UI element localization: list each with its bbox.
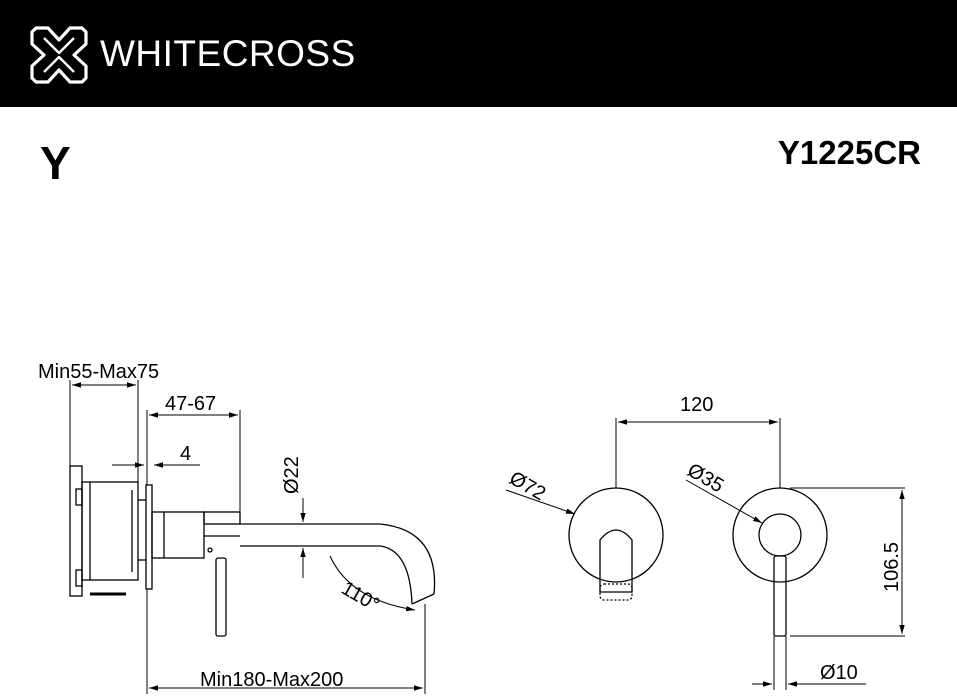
dim-lever-diameter: Ø10 [820, 662, 858, 684]
dim-plate-thickness: 4 [180, 443, 191, 465]
dim-centres: 120 [680, 394, 713, 416]
aerator [599, 583, 633, 601]
cross-logo-icon [30, 26, 88, 84]
handle-hub [758, 513, 802, 557]
side-view [69, 465, 436, 637]
spout-sleeve [151, 511, 205, 559]
dim-body-depth: 47-67 [165, 393, 216, 415]
dim-spout-angle: 110° [338, 577, 384, 616]
dim-handle-plate-diameter: Ø35 [684, 459, 728, 497]
cover-plate [145, 484, 153, 590]
handle-cover-plate [732, 487, 828, 583]
dim-height: 106.5 [881, 542, 903, 592]
series-letter: Y [40, 137, 71, 189]
side-lever [215, 557, 227, 637]
front-view [568, 487, 828, 637]
spout-front [599, 529, 633, 593]
side-dimensions [69, 380, 426, 694]
front-dimensions [505, 418, 905, 690]
dim-spout-plate-diameter: Ø72 [506, 467, 550, 505]
dim-spout-reach: Min180-Max200 [200, 669, 343, 691]
product-code: Y1225CR [777, 134, 921, 171]
valve-body [81, 481, 139, 581]
spout-cover-plate [568, 487, 664, 583]
dim-spout-diameter: Ø22 [281, 456, 303, 494]
dim-wall-depth: Min55-Max75 [38, 361, 159, 383]
brand-header: WHITECROSS [0, 0, 957, 107]
spout-pipe [240, 523, 436, 595]
brand-name: WHITECROSS [100, 33, 356, 74]
front-lever [773, 555, 787, 637]
